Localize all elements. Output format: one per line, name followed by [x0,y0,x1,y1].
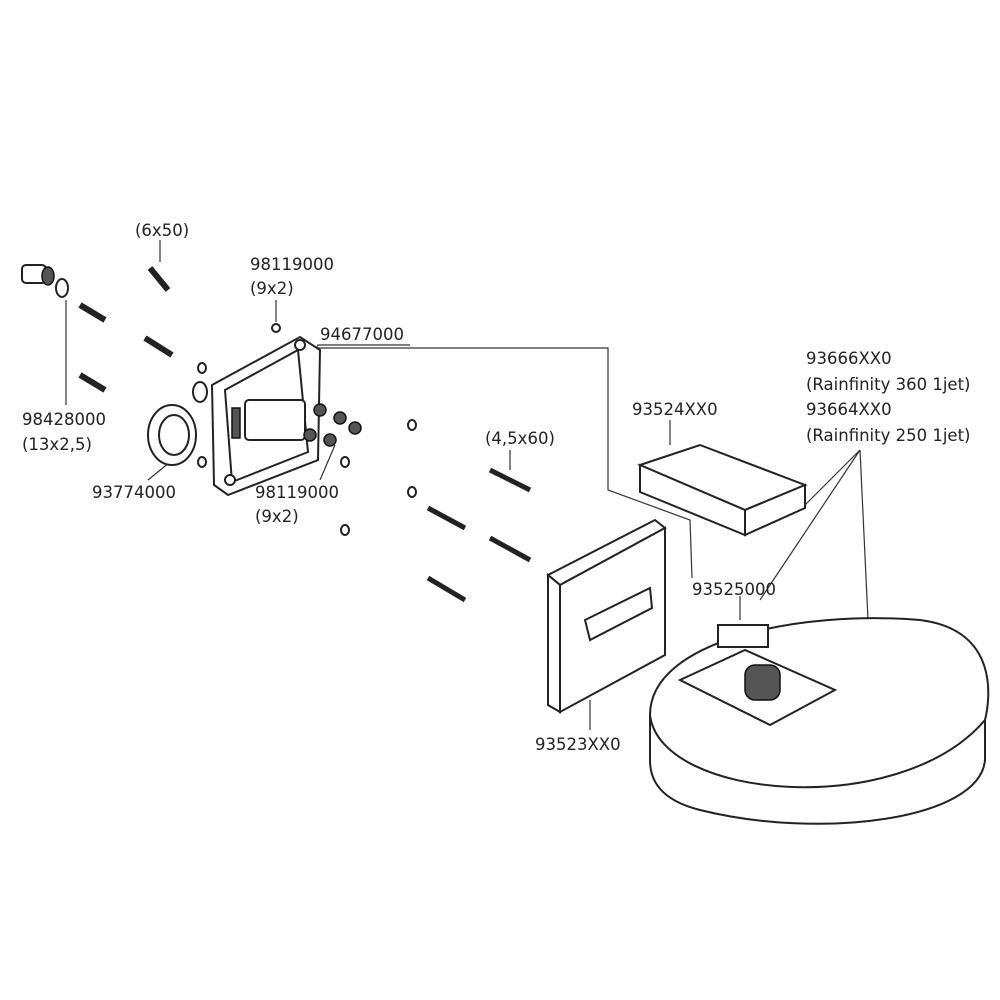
label-plate-code: 93523XX0 [535,735,621,754]
label-module-code: 93525000 [692,580,776,599]
label-washer-top-size: (9x2) [250,279,294,298]
label-screw-right: (4,5x60) [485,429,555,448]
label-head360-code: 93666XX0 [806,349,892,368]
wall-plate [546,518,667,714]
label-body-code: 94677000 [320,325,404,344]
label-seal-code: 93774000 [92,483,176,502]
seal-ring [147,362,208,468]
label-screw-top: (6x50) [135,221,189,240]
label-cover-code: 93524XX0 [632,400,718,419]
label-washer-top-code: 98119000 [250,255,334,274]
cover-part [637,443,808,537]
label-head360-name: (Rainfinity 360 1jet) [806,375,970,394]
label-washer-bottom-code: 98119000 [255,483,339,502]
label-connector-size: (13x2,5) [22,435,92,454]
shower-head [649,617,990,825]
mounting-body [210,323,362,497]
connector-part [21,264,69,298]
washers [340,419,417,536]
part-labels: (6x50) 98119000 (9x2) 94677000 93666XX0 … [22,221,970,754]
short-screws [426,467,532,603]
long-screws [78,266,174,393]
label-head250-name: (Rainfinity 250 1jet) [806,426,970,445]
label-washer-bottom-size: (9x2) [255,507,299,526]
label-connector-code: 98428000 [22,410,106,429]
label-head250-code: 93664XX0 [806,400,892,419]
